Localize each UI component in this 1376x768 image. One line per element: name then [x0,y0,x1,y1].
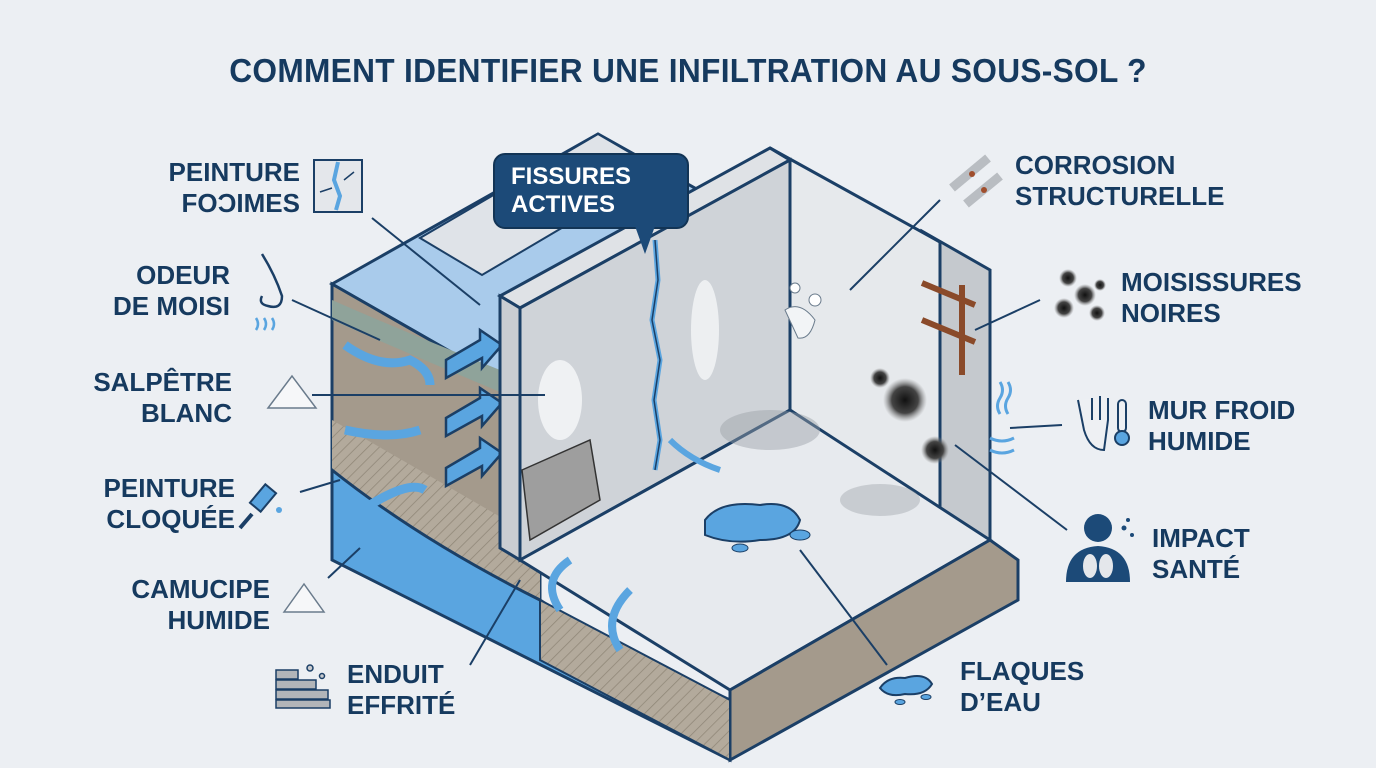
powder-pile-icon [282,582,326,613]
lungs-person-icon [1066,514,1134,582]
label-moisissures-noires: MOISISSURES NOIRES [1121,267,1302,328]
label-mur-froid-humide: MUR FROID HUMIDE [1148,395,1296,456]
page-title: COMMENT IDENTIFIER UNE INFILTRATION AU S… [229,52,1147,89]
label-peinture-fonimes: PEINTURE FOƆIMES [168,157,300,218]
hand-thermometer-icon [1077,396,1130,452]
back-wall [769,146,992,543]
callout-fissures-actives: FISSURES ACTIVES [493,153,689,229]
label-flaques-deau: FLAQUES D’EAU [960,656,1085,717]
label-corrosion-structurelle: CORROSION STRUCTURELLE [1015,150,1225,211]
label-impact-sante: IMPACT SANTÉ [1152,523,1250,584]
rusted-rebar-icon [949,154,1003,208]
puddle-icon [878,675,934,705]
label-enduit-effrite: ENDUIT EFFRITÉ [347,659,456,720]
salt-pile-icon [266,374,318,409]
crumbling-brick-icon [275,664,331,709]
left-wall [496,146,794,563]
cold-waves-icon [989,381,1015,455]
label-camucipe-humide: CAMUCIPE HUMIDE [131,574,270,635]
nose-smell-icon [254,253,284,331]
callout-tail [635,226,655,254]
callout-line1: FISSURES [511,163,632,190]
label-peinture-cloquee: PEINTURE CLOQUÉE [103,473,235,534]
label-salpetre-blanc: SALPÊTRE BLANC [93,367,232,428]
cracked-wall-icon [313,159,363,213]
label-odeur-de-moisi: ODEUR DE MOISI [112,260,230,321]
basement-floor [517,408,1020,763]
callout-line2: ACTIVES [511,191,616,218]
infiltration-arrows [444,327,504,489]
paintbrush-icon [238,482,282,530]
leader-lines [291,199,1068,666]
mold-spores-icon [1054,269,1106,321]
